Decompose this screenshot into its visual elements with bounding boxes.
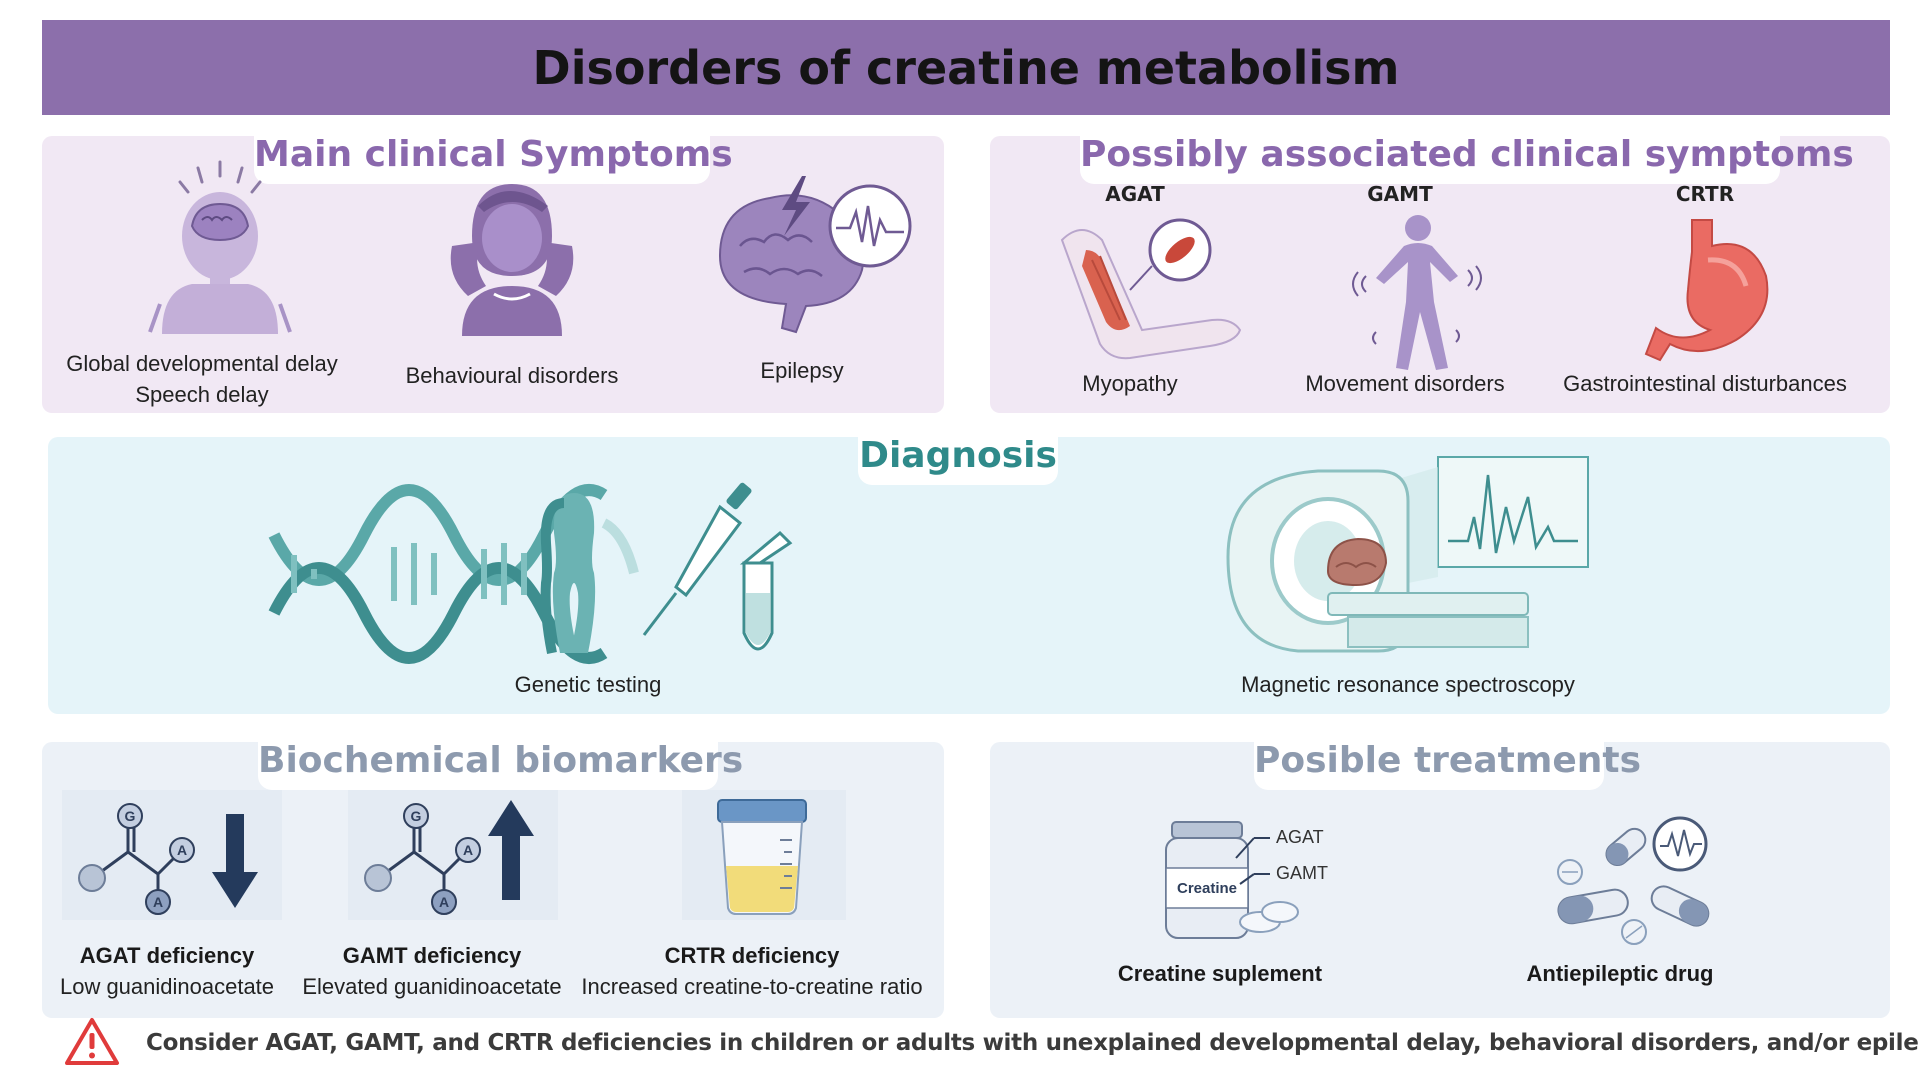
molecule-arrow-up-icon: G A A	[348, 790, 558, 920]
arm-muscle-icon	[1060, 218, 1242, 360]
biomarker-gamt-desc: Elevated guanidinoacetate	[302, 974, 562, 999]
diagnosis-panel: Diagnosis Genetic testing	[48, 427, 1890, 714]
molecule-a-label: A	[439, 894, 449, 910]
stomach-icon	[1644, 219, 1769, 362]
brain-child-icon	[148, 160, 292, 334]
symptom-label-behavioural: Behavioural disorders	[405, 363, 619, 388]
biomarker-crtr: CRTR deficiency Increased creatine-to-cr…	[572, 940, 932, 1002]
molecule-arrow-down-icon: G A A	[62, 790, 282, 920]
symptom-label-movement: Movement disorders	[1305, 371, 1505, 396]
footer-text: Consider AGAT, GAMT, and CRTR deficienci…	[146, 1030, 1920, 1056]
symptom-line-2: Speech delay	[135, 382, 269, 407]
title-banner: Disorders of creatine metabolism	[42, 20, 1890, 115]
biomarkers-panel: Biochemical biomarkers G A A AGAT defici…	[42, 732, 944, 1018]
biomarker-agat-name: AGAT deficiency	[79, 943, 255, 968]
associated-symptoms-panel: Possibly associated clinical symptoms AG…	[990, 126, 1890, 413]
treatments-panel: Posible treatments Creatine AGAT GAMT Cr…	[990, 732, 1890, 1018]
mri-scanner-icon	[1226, 456, 1589, 653]
dna-pipette-icon	[268, 482, 793, 664]
main-symptoms-panel: Main clinical Symptoms Global developmen…	[42, 126, 944, 413]
symptom-label-developmental: Global developmental delay Speech delay	[42, 348, 362, 410]
symptom-label-epilepsy: Epilepsy	[760, 358, 844, 383]
gene-label-gamt: GAMT	[1367, 182, 1433, 206]
treatments-heading: Posible treatments	[1254, 732, 1641, 790]
molecule-g-label: G	[411, 808, 422, 824]
biomarker-gamt-name: GAMT deficiency	[342, 943, 522, 968]
gene-label-agat: AGAT	[1105, 182, 1165, 206]
shaking-person-icon	[1352, 215, 1482, 370]
biomarker-crtr-desc: Increased creatine-to-creatine ratio	[581, 974, 923, 999]
target-gamt: GAMT	[1276, 863, 1328, 883]
treatment-label-antiepileptic: Antiepileptic drug	[1526, 961, 1714, 986]
distressed-child-icon	[450, 184, 574, 336]
biomarker-crtr-name: CRTR deficiency	[664, 943, 840, 968]
pills-icon	[1557, 816, 1710, 945]
footer-warning: Consider AGAT, GAMT, and CRTR deficienci…	[60, 1017, 1920, 1073]
symptom-label-myopathy: Myopathy	[1082, 371, 1178, 396]
main-symptoms-heading: Main clinical Symptoms	[254, 126, 733, 184]
warning-icon	[65, 1018, 119, 1065]
diagnosis-label-mrs: Magnetic resonance spectroscopy	[1241, 672, 1575, 697]
gene-label-crtr: CRTR	[1675, 182, 1735, 206]
page-title: Disorders of creatine metabolism	[532, 40, 1400, 95]
brain-seizure-icon	[718, 176, 912, 334]
creatine-jar-icon: Creatine AGAT GAMT	[1165, 821, 1328, 939]
molecule-a-label: A	[463, 842, 473, 858]
jar-label-creatine: Creatine	[1177, 880, 1237, 897]
symptom-label-gastrointestinal: Gastrointestinal disturbances	[1563, 371, 1847, 396]
target-agat: AGAT	[1276, 827, 1324, 847]
biomarker-agat: AGAT deficiency Low guanidinoacetate	[42, 940, 292, 1002]
urine-cup-icon	[682, 790, 846, 920]
treatment-label-creatine: Creatine suplement	[1117, 961, 1323, 986]
biomarker-gamt: GAMT deficiency Elevated guanidinoacetat…	[292, 940, 572, 1002]
molecule-a-label: A	[153, 894, 163, 910]
biomarkers-heading: Biochemical biomarkers	[258, 732, 743, 790]
molecule-g-label: G	[125, 808, 136, 824]
molecule-a-label: A	[177, 842, 187, 858]
diagnosis-label-genetic: Genetic testing	[514, 672, 662, 697]
diagnosis-heading: Diagnosis	[858, 427, 1058, 485]
associated-symptoms-heading: Possibly associated clinical symptoms	[1080, 126, 1854, 184]
biomarker-agat-desc: Low guanidinoacetate	[59, 974, 275, 999]
symptom-line-1: Global developmental delay	[66, 351, 338, 376]
